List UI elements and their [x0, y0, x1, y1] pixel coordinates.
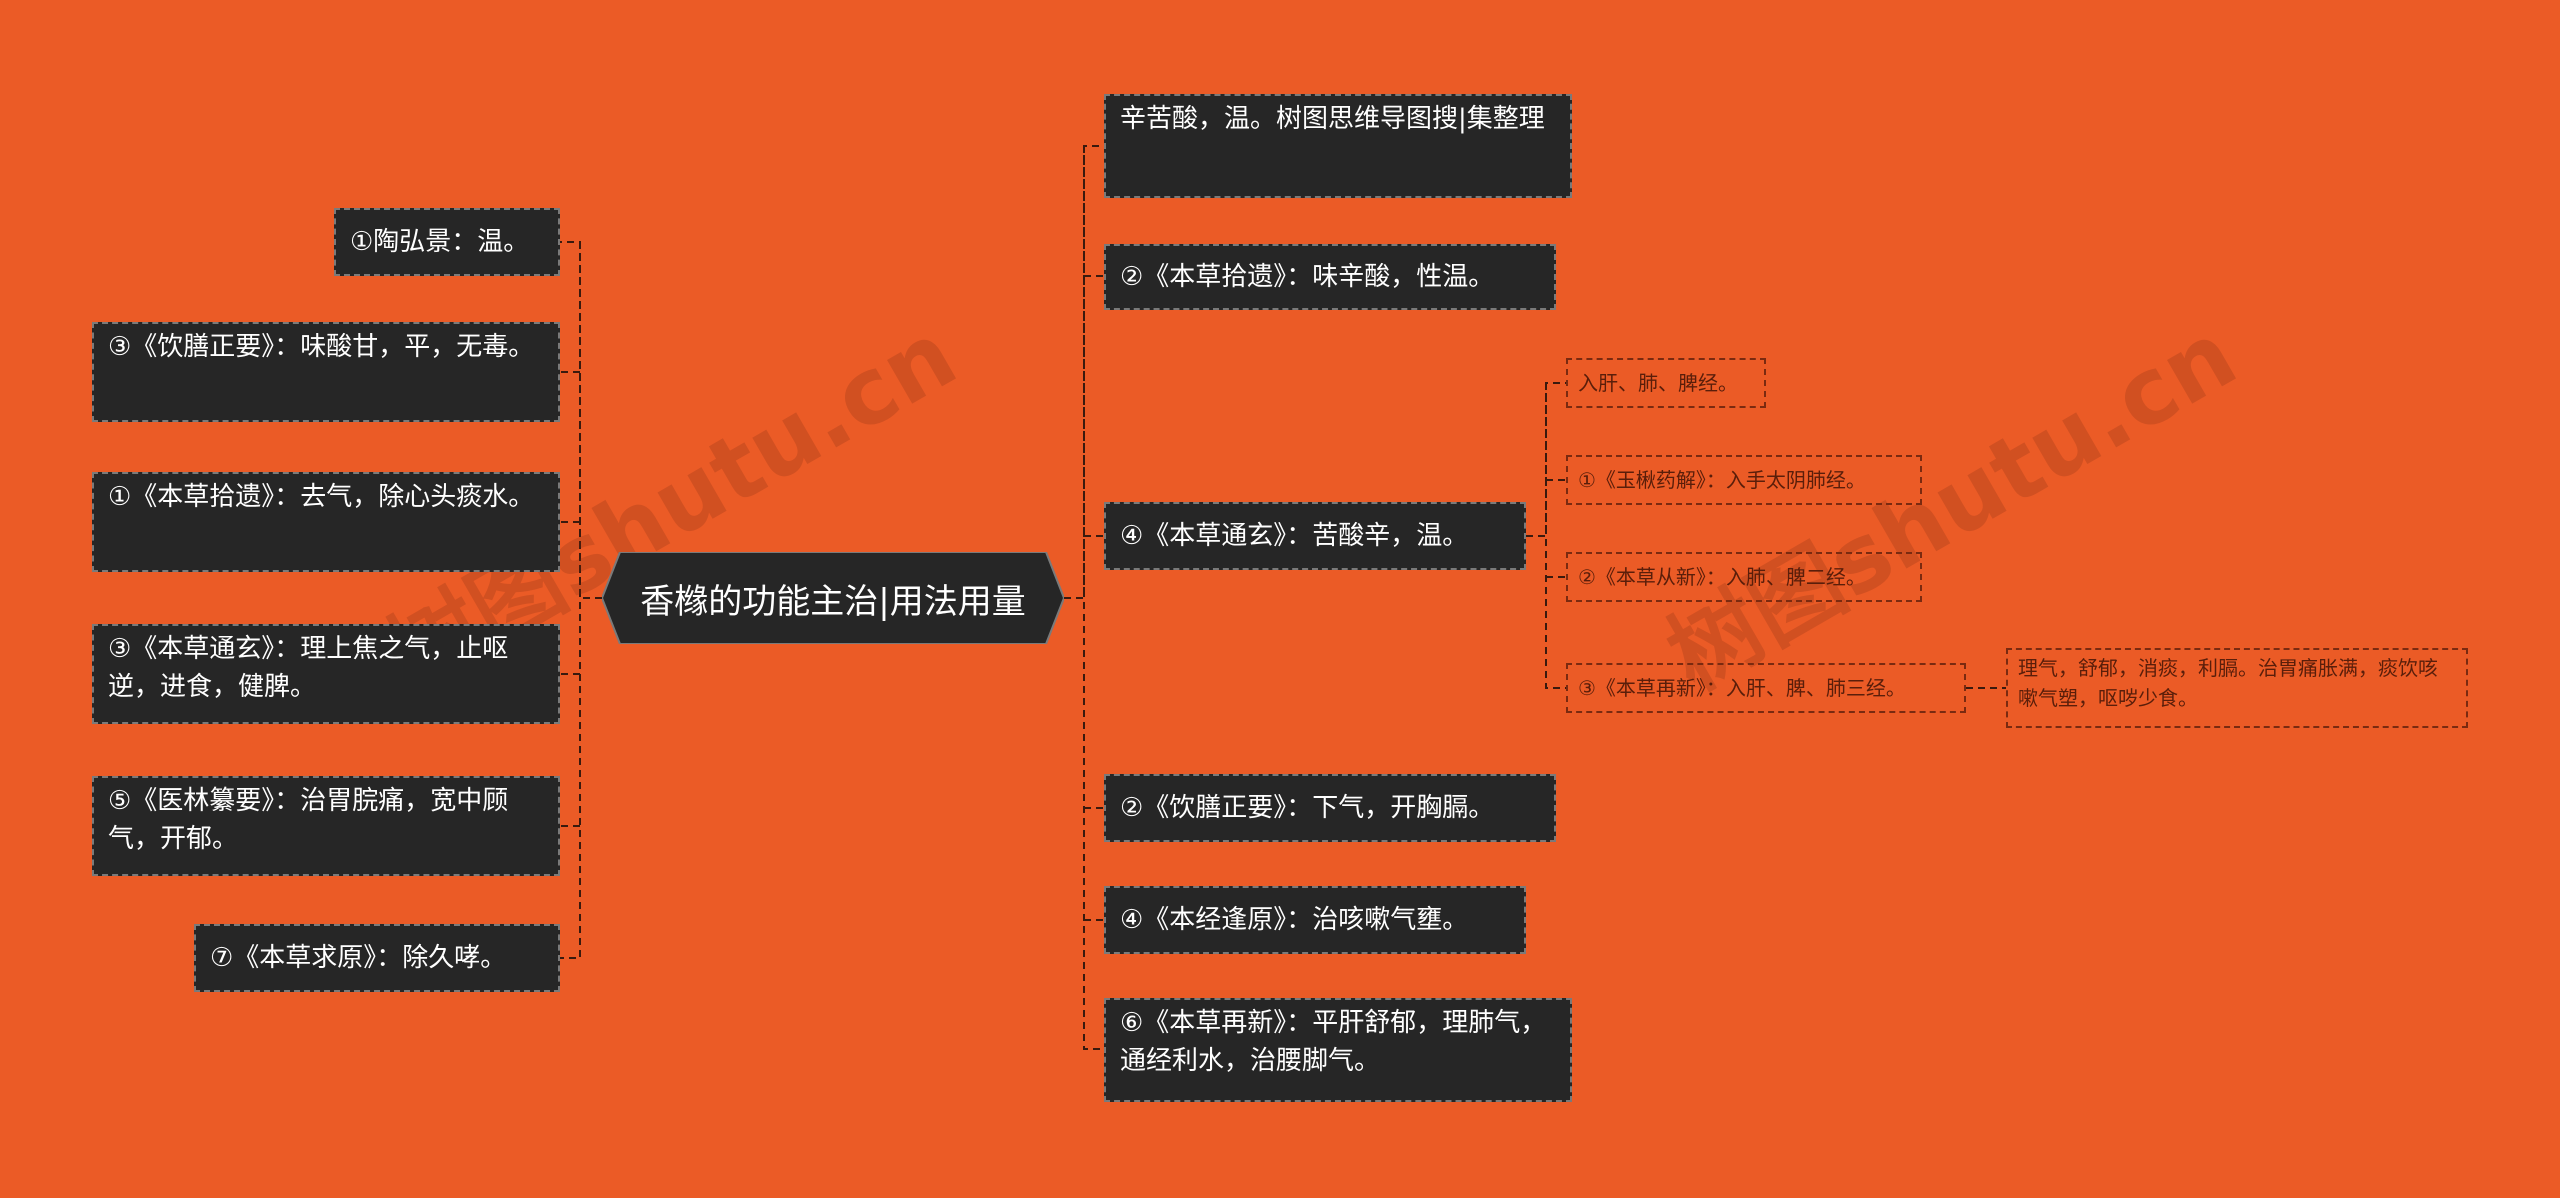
- branch-node-label: ④《本经逢原》：治咳嗽气壅。: [1120, 905, 1469, 935]
- branch-node-label: 辛苦酸，温。树图思维导图搜|集整理: [1120, 104, 1545, 134]
- branch-node-label: ②《本草拾遗》：味辛酸，性温。: [1120, 262, 1495, 292]
- root-shape: [602, 552, 1064, 644]
- branch-node-right[interactable]: ⑥《本草再新》：平肝舒郁，理肺气，通经利水，治腰脚气。: [1104, 998, 1572, 1102]
- branch-node-left[interactable]: ⑤《医林纂要》：治胃脘痛，宽中顾气，开郁。: [92, 776, 560, 876]
- branch-node-label: ③《饮膳正要》：味酸甘，平，无毒。: [108, 332, 535, 362]
- branch-node-label: ①《本草拾遗》：去气，除心头痰水。: [108, 482, 535, 512]
- branch-node-right[interactable]: ④《本经逢原》：治咳嗽气壅。: [1104, 886, 1526, 954]
- branch-node-left[interactable]: ⑦《本草求原》：除久哮。: [194, 924, 560, 992]
- branch-node-left[interactable]: ①《本草拾遗》：去气，除心头痰水。: [92, 472, 560, 572]
- sub-node-label: ②《本草从新》：入肺、脾二经。: [1578, 565, 1866, 589]
- sub-node-label: ①《玉楸药解》：入手太阴肺经。: [1578, 468, 1866, 492]
- branch-node-right[interactable]: ②《饮膳正要》：下气，开胸膈。: [1104, 774, 1556, 842]
- sub-node-label: ③《本草再新》：入肝、脾、肺三经。: [1578, 676, 1906, 700]
- leaf-node-label: 理气，舒郁，消痰，利膈。治胃痛胀满，痰饮咳嗽气塑，呕哕少食。: [2018, 656, 2438, 710]
- branch-node-label: ⑤《医林纂要》：治胃脘痛，宽中顾气，开郁。: [108, 786, 509, 854]
- sub-node[interactable]: ②《本草从新》：入肺、脾二经。: [1566, 552, 1922, 602]
- branch-node-label: ④《本草通玄》：苦酸辛，温。: [1120, 521, 1469, 551]
- sub-node[interactable]: ③《本草再新》：入肝、脾、肺三经。: [1566, 663, 1966, 713]
- root-node[interactable]: 香橼的功能主治|用法用量: [602, 552, 1064, 644]
- root-label: 香橼的功能主治|用法用量: [640, 581, 1026, 622]
- branch-node-left[interactable]: ③《本草通玄》：理上焦之气，止呕逆，进食，健脾。: [92, 624, 560, 724]
- branch-node-right[interactable]: ④《本草通玄》：苦酸辛，温。: [1104, 502, 1526, 570]
- branch-node-label: ⑥《本草再新》：平肝舒郁，理肺气，通经利水，治腰脚气。: [1120, 1008, 1547, 1076]
- branch-node-left[interactable]: ①陶弘景：温。: [334, 208, 560, 276]
- sub-node[interactable]: ①《玉楸药解》：入手太阴肺经。: [1566, 455, 1922, 505]
- branch-node-right[interactable]: 辛苦酸，温。树图思维导图搜|集整理: [1104, 94, 1572, 198]
- sub-node-label: 入肝、肺、脾经。: [1578, 371, 1738, 395]
- leaf-node[interactable]: 理气，舒郁，消痰，利膈。治胃痛胀满，痰饮咳嗽气塑，呕哕少食。: [2006, 648, 2468, 728]
- branch-node-label: ①陶弘景：温。: [350, 227, 530, 257]
- sub-node[interactable]: 入肝、肺、脾经。: [1566, 358, 1766, 408]
- branch-node-label: ⑦《本草求原》：除久哮。: [210, 943, 507, 973]
- branch-node-left[interactable]: ③《饮膳正要》：味酸甘，平，无毒。: [92, 322, 560, 422]
- branch-node-label: ②《饮膳正要》：下气，开胸膈。: [1120, 793, 1495, 823]
- branch-node-label: ③《本草通玄》：理上焦之气，止呕逆，进食，健脾。: [108, 634, 509, 702]
- branch-node-right[interactable]: ②《本草拾遗》：味辛酸，性温。: [1104, 244, 1556, 310]
